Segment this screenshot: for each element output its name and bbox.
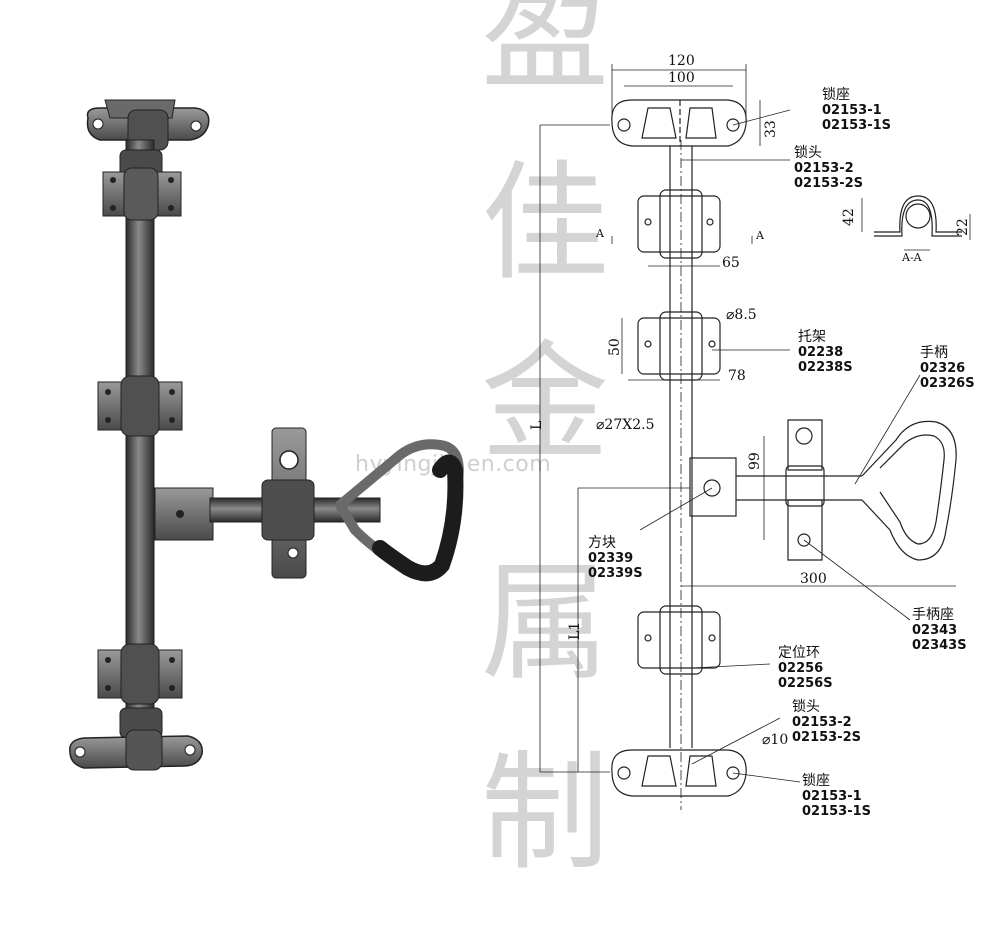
dim-l1: L1 [567,621,583,640]
label-lock-head-bottom-name: 锁头 [792,699,820,715]
label-lock-head-top-code-1: 02153-2 [794,161,854,176]
label-square-block: 方块 02339 02339S [588,535,643,582]
label-bracket-code-2: 02238S [798,360,853,375]
photo-lower-bracket [97,643,183,705]
photo-top-lock-head [102,149,182,221]
label-lock-seat-bottom: 锁座 02153-1 02153-1S [802,773,872,820]
photo-middle-bracket [97,375,183,437]
label-bracket: 托架 02238 02238S [798,329,853,376]
label-locating-ring-code-1: 02256 [778,661,824,676]
photo-bottom-lock-seat [69,707,203,771]
photo-handle [154,427,464,582]
drawing-locating-ring [637,605,721,675]
dim-78: 78 [728,368,746,384]
drawing-bottom-lock-seat [611,749,747,797]
drawing-section-aa [874,195,962,237]
watermark-char-2: 佳 [480,149,609,298]
label-handle-seat-code-1: 02343 [912,623,958,638]
dim-22: 22 [955,218,971,236]
watermark-char-4: 属 [480,549,609,698]
drawing-handle-loop [861,420,957,561]
label-square-block-code-2: 02339S [588,566,643,581]
label-lock-head-top-name: 锁头 [794,145,822,161]
label-lock-head-bottom: 锁头 02153-2 02153-2S [792,699,862,746]
label-lock-seat-top: 锁座 02153-1 02153-1S [822,87,892,134]
label-square-block-code-1: 02339 [588,551,634,566]
drawing-top-lock-seat [611,99,747,147]
label-locating-ring: 定位环 02256 02256S [778,645,833,692]
label-bracket-name: 托架 [798,329,826,345]
label-handle-seat: 手柄座 02343 02343S [912,607,967,654]
label-locating-ring-code-2: 02256S [778,676,833,691]
watermark-char-5: 制 [480,739,609,888]
label-handle-code-1: 02326 [920,361,966,376]
dim-33: 33 [763,120,779,138]
label-lock-seat-bottom-code-2: 02153-1S [802,804,872,819]
label-lock-seat-bottom-code-1: 02153-1 [802,789,862,804]
dim-diameter-10: ⌀10 [762,732,789,748]
watermark-char-3: 金 [480,329,609,478]
drawing-top-lock-head [637,189,721,259]
dim-99: 99 [747,452,763,470]
dim-65: 65 [722,255,740,271]
label-handle-code-2: 02326S [920,376,975,391]
drawing-middle-bracket [637,311,721,381]
dimension-lines [539,64,971,773]
label-lock-seat-top-name: 锁座 [822,87,850,103]
label-lock-head-bottom-code-2: 02153-2S [792,730,862,745]
label-lock-seat-top-code-2: 02153-1S [822,118,892,133]
label-lock-head-top-code-2: 02153-2S [794,176,864,191]
label-handle-seat-code-2: 02343S [912,638,967,653]
dim-100: 100 [668,70,695,86]
drawing-square-block [689,457,737,517]
label-locating-ring-name: 定位环 [778,645,820,661]
dim-300: 300 [800,571,827,587]
dim-section-marker-left: A [596,227,604,240]
label-lock-seat-top-code-1: 02153-1 [822,103,882,118]
section-label-aa: A-A [902,251,922,264]
dim-section-marker-right: A [756,229,764,242]
label-handle-name: 手柄 [920,345,948,361]
label-lock-seat-bottom-name: 锁座 [802,773,830,789]
label-square-block-name: 方块 [588,535,616,551]
label-handle: 手柄 02326 02326S [920,345,975,392]
label-bracket-code-1: 02238 [798,345,844,360]
label-lock-head-top: 锁头 02153-2 02153-2S [794,145,864,192]
leader-lines [639,109,921,783]
dim-tube-27x2-5: ⌀27X2.5 [596,417,655,433]
dim-42: 42 [841,208,857,226]
label-handle-seat-name: 手柄座 [912,607,954,623]
label-lock-head-bottom-code-1: 02153-2 [792,715,852,730]
watermark-char-1: 盈 [480,0,609,108]
dim-diameter-8-5: ⌀8.5 [726,307,757,323]
drawing-handle-seat [785,419,825,561]
dim-l: L [529,420,545,430]
dim-120: 120 [668,53,695,69]
dim-50: 50 [607,338,623,356]
